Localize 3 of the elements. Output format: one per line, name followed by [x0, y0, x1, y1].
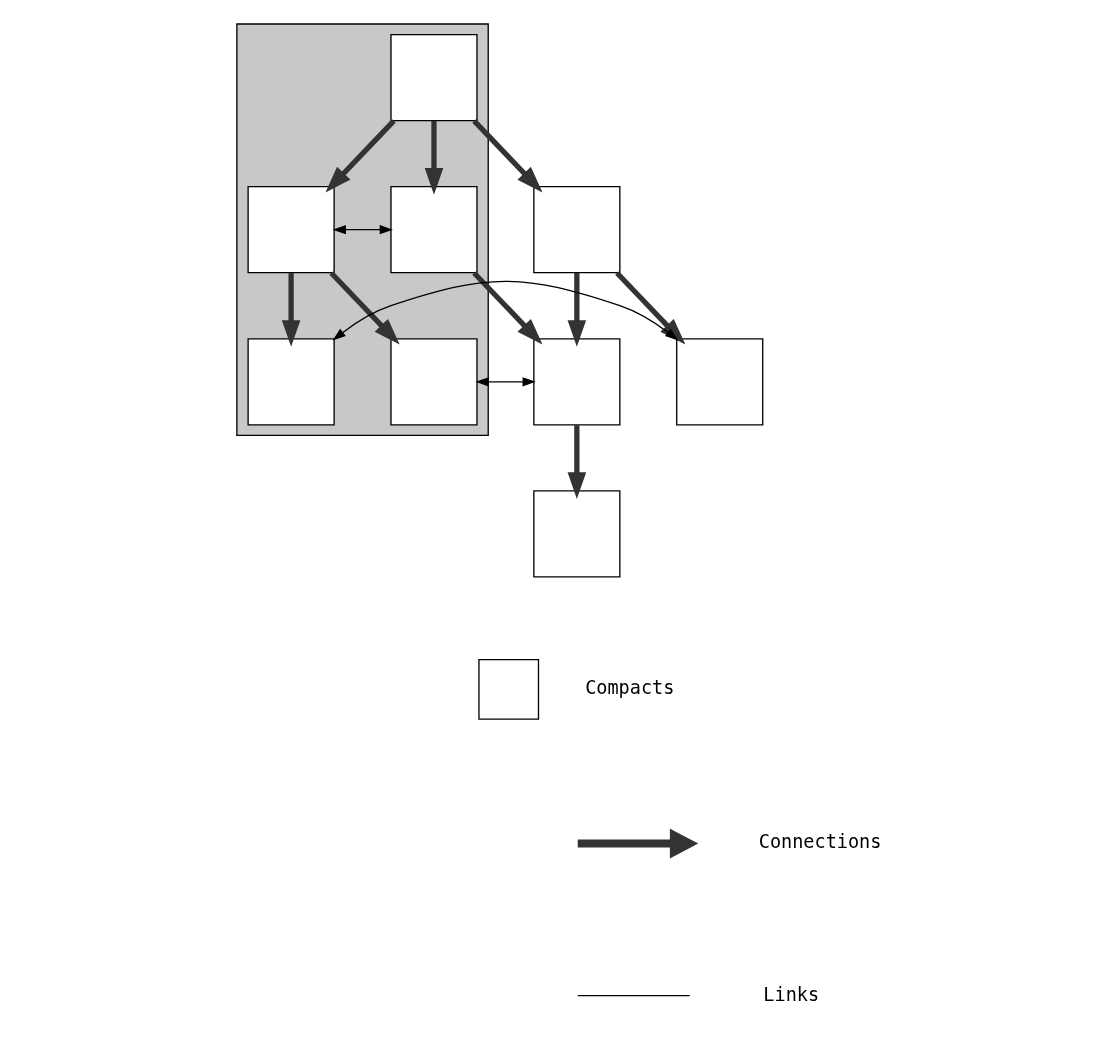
legend-label: Links — [762, 983, 819, 1005]
legend-label: Compacts — [584, 677, 674, 699]
legend-label: Connections — [758, 831, 881, 853]
